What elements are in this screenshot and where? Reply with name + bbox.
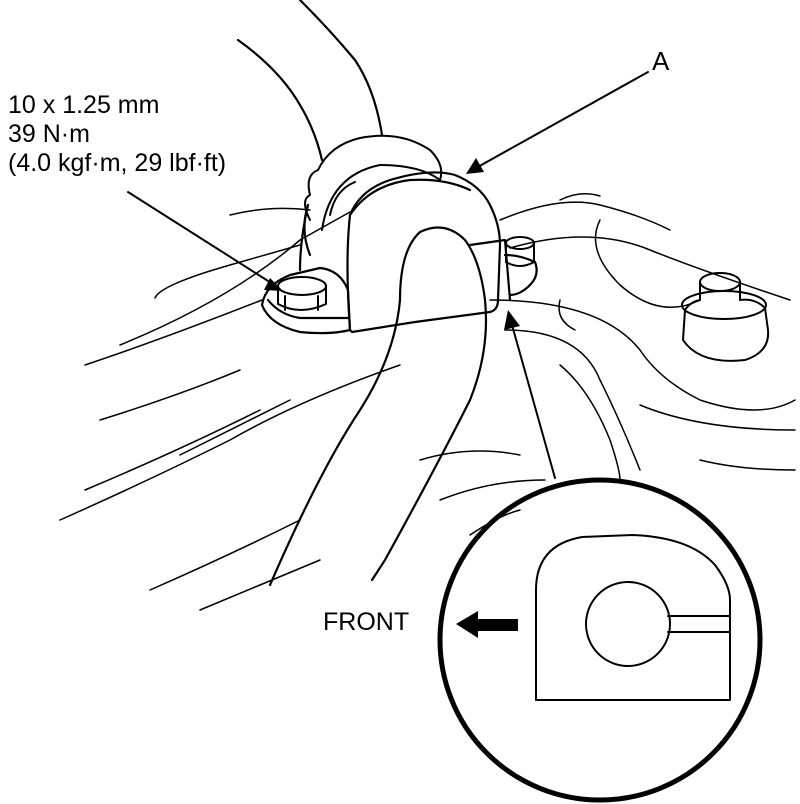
leader-lines: [127, 71, 649, 479]
front-arrow-icon: [456, 611, 518, 638]
bushing-bracket: [260, 171, 538, 335]
stabilizer-bar: [236, 0, 488, 587]
detail-view-circle: [437, 477, 763, 803]
right-bolt: [505, 236, 535, 267]
detail-bar-hole: [585, 581, 671, 667]
left-bolt: [277, 276, 327, 311]
torque-alternate-units: (4.0 kgf·m, 29 lbf·ft): [8, 149, 227, 177]
bolt-thread-size: 10 x 1.25 mm: [8, 91, 160, 119]
torque-newton-meters: 39 N·m: [8, 120, 90, 148]
subframe-outline: [59, 193, 796, 611]
leader-arrowheads: [264, 158, 520, 330]
part-label-a: A: [652, 46, 670, 76]
mounting-stud: [681, 272, 770, 362]
bushing: [304, 134, 443, 231]
detail-bracket-outline: [535, 534, 731, 701]
front-direction-label: FRONT: [323, 608, 410, 636]
detail-slit: [667, 615, 731, 633]
bolt-torque-spec: 10 x 1.25 mm 39 N·m (4.0 kgf·m, 29 lbf·f…: [8, 91, 226, 178]
